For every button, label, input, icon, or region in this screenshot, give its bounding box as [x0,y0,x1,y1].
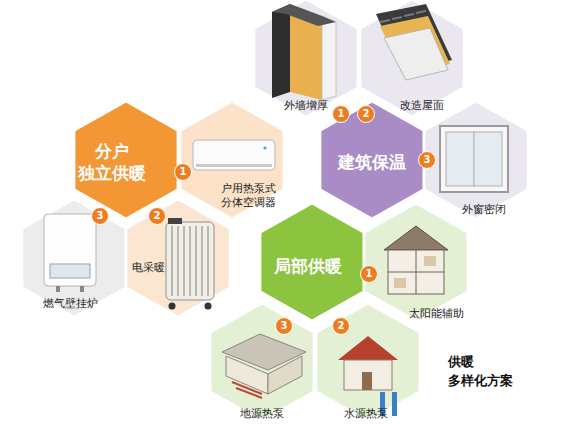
radiator-illustration [166,218,214,310]
solar-house-illustration [384,226,448,294]
callout-number: 1 [174,163,192,181]
hexagon-outline [364,203,468,321]
callout-number: 3 [91,207,109,225]
aircon-illustration [193,140,275,170]
category-hexagon: 分户 独立供暖 [73,100,179,220]
category-hexagon: 局部供暖 [259,202,365,322]
option-label: 电采暖 [132,261,165,275]
hexagon-outline [316,303,420,421]
callout-number: 2 [332,317,350,335]
hexagon-outline [74,101,178,219]
option-label: 改造屋面 [400,99,444,113]
category-title: 建筑保温 [338,151,406,173]
option-label: 外墙增厚 [284,99,328,113]
hexagon-outline [22,199,126,317]
callout-number: 1 [332,105,350,123]
hexagon-outline [126,199,230,317]
option-label: 户用热泵式 分体空调器 [221,182,276,210]
hexagon-outline [320,101,424,219]
water-source-illustration [338,336,398,416]
hexagon-outline [254,0,358,117]
option-label: 太阳能辅助 [409,307,464,321]
callout-number: 2 [148,207,166,225]
callout-number: 3 [418,151,436,169]
ground-source-illustration [222,334,306,398]
boiler-illustration [44,214,96,292]
hexagon-outline [180,101,284,219]
wall-illustration [272,4,336,100]
callout-number: 1 [360,265,378,283]
option-label: 水源热泵 [344,407,388,421]
option-label: 燃气壁挂炉 [43,297,98,311]
option-label: 地源热泵 [240,407,284,421]
caption-text: 供暖 多样化方案 [448,352,513,390]
category-title: 分户 独立供暖 [78,140,146,184]
roof-illustration [376,4,452,80]
option-label: 外窗密闭 [462,203,506,217]
window-illustration [440,126,508,192]
category-title: 局部供暖 [274,255,342,277]
callout-number: 3 [275,317,293,335]
hexagon-outline [260,203,364,321]
hexagon-outline [360,0,464,117]
callout-number: 2 [357,105,375,123]
hexagon-outline [210,303,314,421]
hexagon-outline [424,101,528,219]
